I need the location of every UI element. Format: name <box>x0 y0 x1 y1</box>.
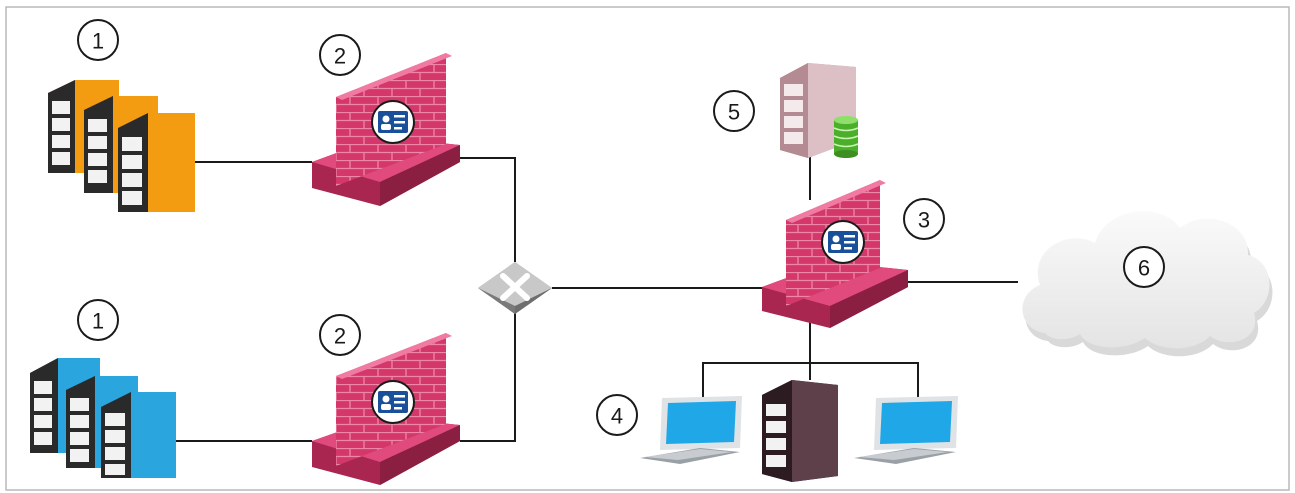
firewall-bottom <box>312 333 460 485</box>
server-group-blue <box>30 358 176 478</box>
badge-number: 1 <box>92 309 104 334</box>
database-cylinder-icon <box>833 116 859 158</box>
badge-number: 1 <box>92 29 104 54</box>
wire-client-bus <box>702 362 919 398</box>
label-badge-servers-orange: 1 <box>77 19 119 61</box>
label-badge-internet: 6 <box>1123 246 1165 288</box>
server-group-orange <box>48 80 195 212</box>
brick-firewall-with-id-card-icon <box>762 180 908 328</box>
server-rack-icon <box>101 392 176 478</box>
label-badge-db-server: 5 <box>713 90 755 132</box>
wire-firewall-top-switch <box>460 157 516 262</box>
label-badge-firewall-main: 3 <box>903 198 945 240</box>
connection-wires <box>175 150 1018 442</box>
wire-firewall-bottom-switch <box>460 312 516 442</box>
badge-number: 2 <box>334 44 346 69</box>
client-devices <box>640 380 958 482</box>
label-badge-firewall-bottom: 2 <box>319 314 361 356</box>
badge-number: 6 <box>1138 256 1150 281</box>
brick-firewall-with-id-card-icon <box>312 333 460 485</box>
brick-firewall-with-id-card-icon <box>312 53 460 206</box>
desktop-monitor-icon <box>640 396 742 464</box>
badge-number: 2 <box>334 324 346 349</box>
network-switch <box>478 262 552 314</box>
badge-number: 4 <box>611 404 623 429</box>
label-badge-servers-blue: 1 <box>77 299 119 341</box>
firewall-main <box>762 180 908 328</box>
network-switch-icon <box>478 262 552 314</box>
badge-number: 5 <box>728 100 740 125</box>
server-rack-icon <box>762 380 838 482</box>
label-badge-firewall-top: 2 <box>319 34 361 76</box>
label-badge-clients: 4 <box>596 394 638 436</box>
badge-number: 3 <box>918 208 930 233</box>
desktop-monitor-icon <box>854 396 958 464</box>
server-rack-icon <box>118 113 195 212</box>
db-server <box>780 63 859 158</box>
firewall-top <box>312 53 460 206</box>
